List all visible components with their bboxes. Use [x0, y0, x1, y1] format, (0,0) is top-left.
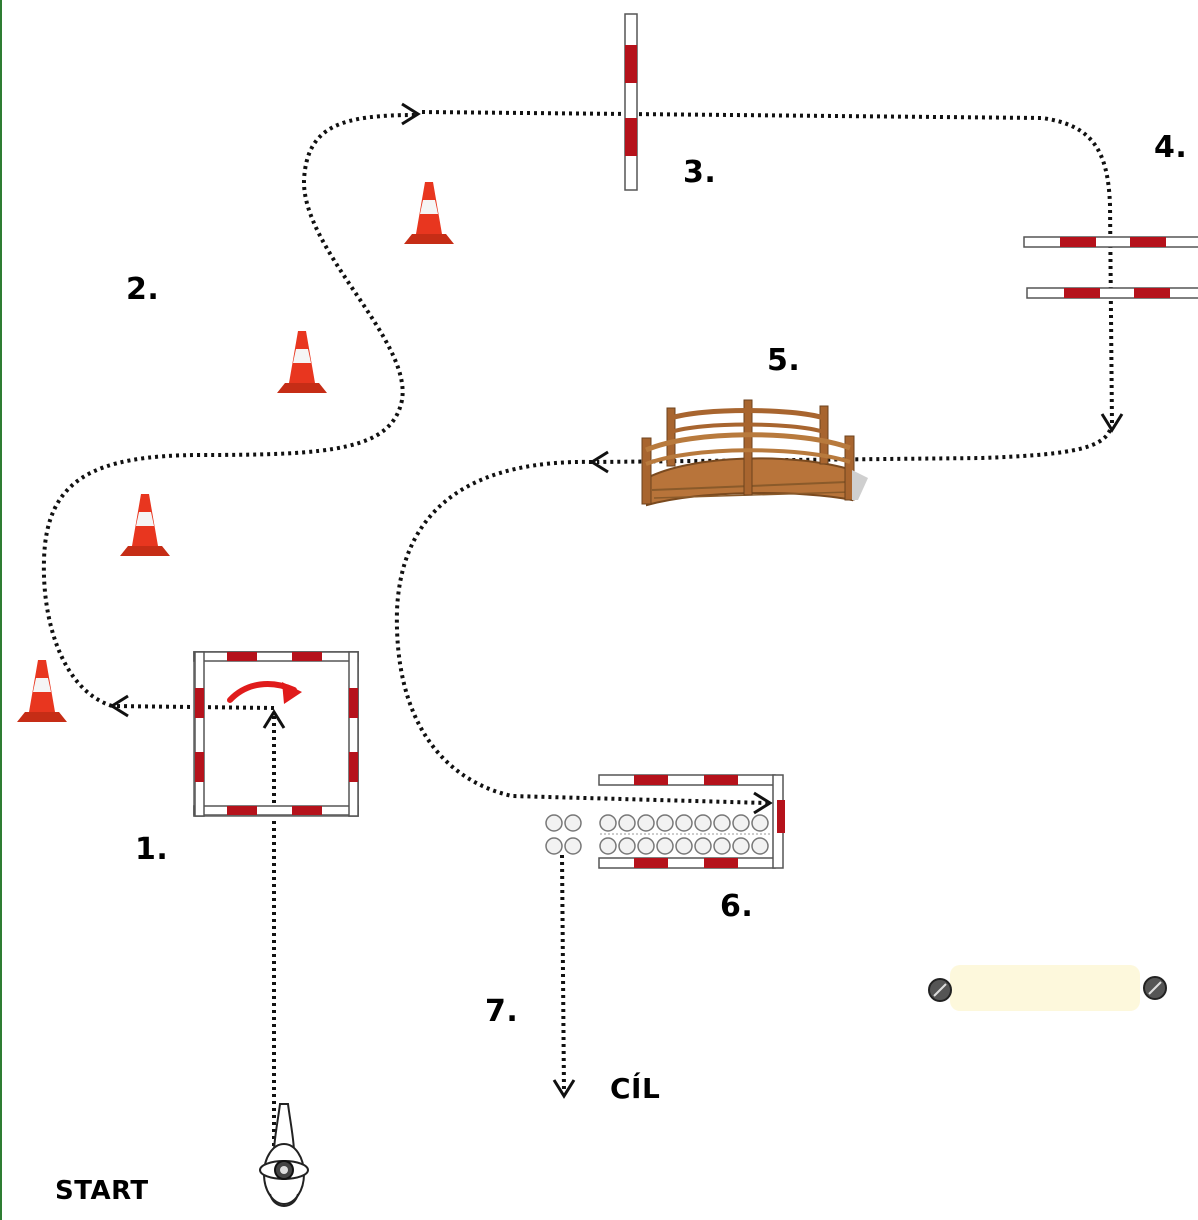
route-to-finish [560, 854, 566, 1093]
route-slalom [41, 113, 418, 708]
obstacle-1-pole-square [193, 651, 359, 817]
step-label-5: 5. [767, 343, 801, 378]
arrowhead-down-finish [552, 1079, 576, 1099]
step-label-3: 3. [683, 155, 717, 190]
finish-label: CÍL [610, 1072, 661, 1105]
arrowhead-left-1 [109, 694, 129, 718]
traffic-cone-icon [120, 494, 170, 556]
curved-arrow-icon [227, 681, 302, 704]
traffic-cone-icon [404, 182, 454, 244]
route-path [41, 110, 1114, 1195]
obstacle-3-vertical-pole [624, 13, 638, 191]
arrowhead-right-6 [753, 791, 773, 815]
traffic-cone-icon [17, 660, 67, 722]
route-1-to-left [111, 704, 275, 710]
arrowhead-right-3 [401, 102, 421, 126]
obstacle-6-barrel-corridor [545, 774, 785, 869]
step-label-6: 6. [720, 889, 754, 924]
obstacle-4-double-pole [1023, 236, 1198, 299]
ground-pad [928, 965, 1167, 1011]
horse-rider-icon [259, 1103, 309, 1207]
route-top [421, 110, 1114, 426]
arrowhead-up [262, 709, 286, 729]
arrowhead-down-4 [1100, 413, 1124, 433]
step-label-1: 1. [135, 832, 169, 867]
step-label-7: 7. [485, 994, 519, 1029]
arrowhead-left-5 [589, 450, 609, 474]
route-to-6 [394, 459, 768, 805]
start-label: START [55, 1176, 149, 1206]
wooden-bridge-icon [641, 399, 868, 507]
traffic-cone-icon [277, 331, 327, 393]
step-label-4: 4. [1154, 130, 1188, 165]
step-label-2: 2. [126, 272, 160, 307]
route-bridge [596, 429, 1112, 464]
barrel-row-icon [545, 814, 769, 855]
route-arrowheads [109, 102, 1124, 1099]
